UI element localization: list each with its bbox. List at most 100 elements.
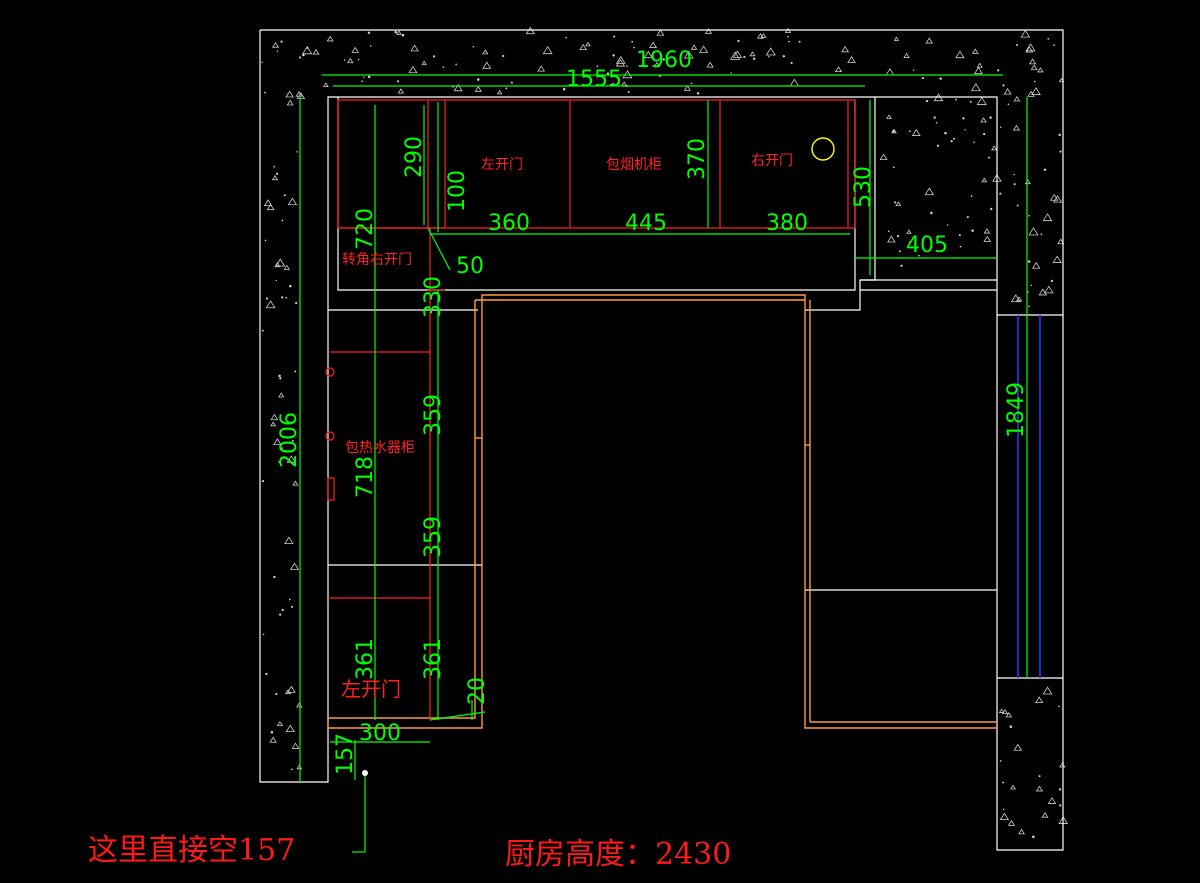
- hatch-triangle: [285, 90, 294, 98]
- hatch-triangle: [789, 78, 800, 87]
- hatch-dot: [787, 35, 789, 38]
- hatch-triangle: [1032, 261, 1041, 269]
- hatch-dot: [1058, 788, 1062, 791]
- hatch-triangle: [1044, 285, 1054, 294]
- hatch-triangle: [615, 58, 626, 67]
- hatch-triangle: [1003, 88, 1012, 95]
- hatch-dot: [1058, 133, 1061, 137]
- dim-300: 300: [359, 721, 401, 746]
- hatch-dot: [278, 374, 281, 378]
- hatch-triangle: [1037, 67, 1044, 73]
- hatch-dot: [950, 140, 953, 143]
- hatch-dot: [912, 69, 915, 71]
- hatch-triangle: [683, 50, 694, 59]
- hatch-dot: [1050, 279, 1054, 283]
- hatch-dot: [273, 165, 276, 168]
- counter-outline: [327, 294, 997, 729]
- hatch-triangle: [585, 41, 591, 47]
- hatch-triangle: [1007, 819, 1016, 826]
- label-left-door-top: 左开门: [481, 157, 523, 173]
- hatch-triangle: [1057, 238, 1065, 245]
- dim-718: 718: [353, 456, 378, 498]
- hatch-dot: [900, 264, 903, 267]
- hatch-triangle: [296, 702, 303, 708]
- hatch-dot: [264, 91, 266, 94]
- hatch-triangle: [272, 41, 280, 48]
- hatch-triangle: [1047, 797, 1057, 804]
- hatch-triangle: [895, 201, 902, 206]
- hatch-dot: [367, 75, 371, 79]
- hatch-triangle: [1025, 46, 1034, 53]
- hatch-dot: [973, 141, 975, 144]
- hatch-triangle: [421, 60, 427, 66]
- hatch-triangle: [756, 32, 764, 39]
- hatch-dot: [954, 98, 957, 101]
- dim-361-right: 361: [421, 638, 446, 680]
- hatch-dot: [357, 58, 360, 61]
- hatch-triangle: [841, 45, 850, 53]
- hatch-dot: [987, 156, 990, 159]
- hatch-triangle: [999, 812, 1009, 821]
- hatch-dot: [944, 131, 947, 135]
- hatch-dot: [908, 241, 911, 244]
- dim-right-side: 1849: [1004, 382, 1029, 438]
- hatch-triangle: [296, 764, 303, 770]
- hatch-triangle: [482, 61, 492, 69]
- hatch-dot: [1040, 233, 1043, 236]
- hatch-dot: [1028, 305, 1030, 307]
- hatch-dot: [502, 54, 505, 58]
- hatch-dot: [363, 76, 365, 78]
- hatch-dot: [306, 46, 309, 49]
- hatch-triangle: [1027, 90, 1035, 97]
- hatch-triangle: [1012, 124, 1020, 131]
- hatch-dot: [918, 254, 920, 257]
- hatch-triangle: [653, 61, 661, 68]
- hatch-dot: [343, 59, 346, 61]
- hatch-triangle: [396, 30, 402, 35]
- hatch-triangle: [732, 50, 743, 58]
- hatch-triangle: [542, 46, 553, 55]
- hatch-dot: [953, 137, 956, 140]
- hatch-dot: [1002, 781, 1005, 784]
- hatch-triangle: [1025, 43, 1036, 52]
- hatch-dot: [966, 216, 969, 219]
- dim-100: 100: [445, 170, 470, 212]
- hatch-triangle: [270, 421, 277, 427]
- hatch-dot: [958, 234, 961, 237]
- hatch-dot: [768, 55, 770, 58]
- label-left-door-bottom: 左开门: [341, 677, 401, 701]
- pipes: [1017, 315, 1041, 678]
- hatch-triangle: [1030, 64, 1038, 71]
- hatch-triangle: [955, 50, 965, 59]
- hatch-triangle: [879, 153, 888, 160]
- hatch-dot: [294, 370, 297, 373]
- hatch-triangle: [1059, 762, 1066, 768]
- hatch-triangle: [278, 392, 285, 398]
- hatch-dot: [935, 121, 938, 124]
- hatch-dot: [1053, 44, 1055, 47]
- hatch-dot: [505, 87, 508, 90]
- hatch-dot: [1016, 44, 1019, 47]
- hatch-triangle: [643, 50, 653, 59]
- hatch-dot: [1058, 705, 1060, 708]
- hatch-dot: [565, 36, 567, 39]
- hatch-dot: [1059, 150, 1062, 153]
- hatch-triangle: [690, 44, 698, 50]
- dim-360: 360: [488, 211, 530, 236]
- hatch-dot: [969, 100, 972, 103]
- dim-359-top: 359: [421, 394, 446, 436]
- hatch-triangle: [885, 68, 895, 76]
- hatch-triangle: [980, 117, 987, 123]
- hatch-triangle: [537, 65, 546, 72]
- hatch-dot: [401, 33, 405, 37]
- hatch-triangle: [496, 89, 503, 95]
- hatch-triangle: [274, 262, 281, 268]
- hatch-dot: [291, 440, 294, 442]
- dim-50: 50: [456, 254, 484, 279]
- wall-hatching: [261, 26, 1068, 839]
- hatch-dot: [962, 117, 965, 120]
- hatch-dot: [270, 730, 274, 734]
- hatch-dot: [285, 296, 288, 299]
- hatch-dot: [1002, 84, 1005, 87]
